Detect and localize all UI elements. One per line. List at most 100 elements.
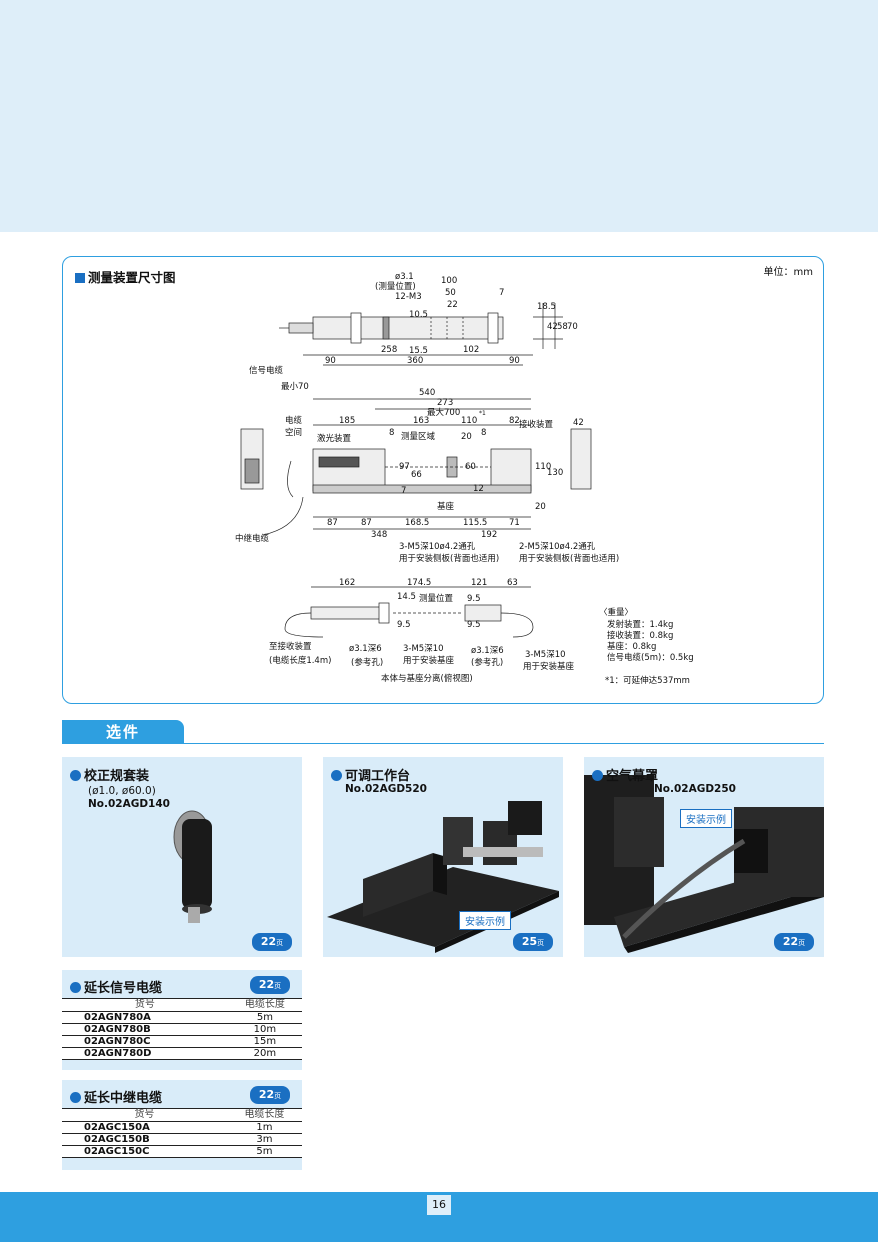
card-part-no: No.02AGD250 — [654, 783, 736, 795]
top-view-labels: ø3.1 (测量位置) 12-M3 100 50 22 7 18.5 42 58… — [325, 272, 578, 366]
svg-text:66: 66 — [411, 470, 422, 480]
bullet-dot-icon — [70, 1092, 81, 1103]
dimension-title: 测量装置尺寸图 — [75, 267, 176, 286]
svg-text:最小70: 最小70 — [281, 381, 309, 392]
svg-text:信号电缆(5m)：0.5kg: 信号电缆(5m)：0.5kg — [607, 652, 694, 663]
unit-label: 单位：mm — [763, 267, 813, 278]
svg-text:20: 20 — [461, 432, 472, 442]
calibration-gauge-card: 校正规套装 (ø1.0, ø60.0) No.02AGD140 22页 — [62, 757, 302, 957]
svg-text:102: 102 — [463, 345, 479, 355]
svg-text:63: 63 — [507, 578, 518, 588]
card-title: 可调工作台 — [345, 769, 411, 784]
svg-text:15.5: 15.5 — [409, 346, 428, 356]
card-part-no: No.02AGD140 — [88, 798, 170, 810]
svg-text:*1: *1 — [479, 410, 486, 417]
svg-text:192: 192 — [481, 530, 497, 540]
svg-text:87: 87 — [361, 518, 372, 528]
svg-text:90: 90 — [325, 356, 336, 366]
square-bullet-icon — [75, 273, 85, 283]
svg-text:9.5: 9.5 — [397, 620, 411, 630]
page-reference-badge[interactable]: 22页 — [250, 1086, 290, 1104]
card-part-no: No.02AGD520 — [345, 783, 427, 795]
svg-text:(参考孔): (参考孔) — [351, 657, 383, 668]
page-reference-badge[interactable]: 25页 — [513, 933, 553, 951]
svg-text:273: 273 — [437, 398, 453, 408]
calibration-gauge-image — [173, 810, 212, 923]
svg-text:162: 162 — [339, 578, 355, 588]
front-view-drawing — [240, 398, 592, 536]
svg-text:(电缆长度1.4m): (电缆长度1.4m) — [269, 655, 331, 666]
svg-text:185: 185 — [339, 416, 355, 426]
separated-view-drawing — [284, 586, 534, 638]
card-spec: (ø1.0, ø60.0) — [88, 785, 156, 797]
options-tab: 选件 — [62, 720, 184, 744]
svg-text:8: 8 — [481, 428, 486, 438]
bullet-dot-icon — [70, 770, 81, 781]
svg-text:*1：可延伸达537mm: *1：可延伸达537mm — [605, 675, 690, 686]
svg-text:接收装置: 接收装置 — [519, 419, 554, 430]
svg-text:〈重量〉: 〈重量〉 — [599, 607, 633, 618]
svg-text:基座：0.8kg: 基座：0.8kg — [607, 641, 656, 652]
svg-text:3-M5深10: 3-M5深10 — [403, 644, 444, 654]
svg-text:18.5: 18.5 — [537, 302, 556, 312]
svg-text:7: 7 — [401, 486, 406, 496]
weights-block: 〈重量〉 发射装置：1.4kg 接收装置：0.8kg 基座：0.8kg 信号电缆… — [599, 607, 694, 686]
svg-text:50: 50 — [445, 288, 456, 298]
svg-text:信号电缆: 信号电缆 — [249, 365, 284, 376]
svg-text:(测量位置): (测量位置) — [375, 281, 416, 292]
cable-title: 延长中继电缆 — [84, 1091, 163, 1106]
svg-text:ø3.1深6: ø3.1深6 — [471, 646, 504, 656]
svg-text:ø3.1深6: ø3.1深6 — [349, 644, 382, 654]
svg-text:2-M5深10ø4.2通孔: 2-M5深10ø4.2通孔 — [519, 541, 596, 552]
svg-text:130: 130 — [547, 468, 563, 478]
svg-text:42: 42 — [547, 322, 558, 332]
svg-text:348: 348 — [371, 530, 387, 540]
installation-example-label: 安装示例 — [680, 809, 732, 828]
air-curtain-image — [584, 775, 824, 953]
svg-text:用于安装侧板(背面也适用): 用于安装侧板(背面也适用) — [519, 553, 619, 564]
svg-text:3-M5深10: 3-M5深10 — [525, 650, 566, 660]
svg-text:87: 87 — [327, 518, 338, 528]
svg-text:接收装置：0.8kg: 接收装置：0.8kg — [607, 630, 673, 641]
svg-text:97: 97 — [399, 462, 410, 472]
options-header: 选件 — [62, 720, 824, 744]
svg-text:3-M5深10ø4.2通孔: 3-M5深10ø4.2通孔 — [399, 541, 476, 552]
page-number: 16 — [427, 1195, 451, 1215]
front-view-labels: 信号电缆 最小70 540 273 最大700 *1 185 163 110 8… — [235, 365, 619, 564]
svg-text:激光装置: 激光装置 — [317, 433, 352, 444]
page-reference-badge[interactable]: 22页 — [774, 933, 814, 951]
top-view-drawing — [279, 303, 563, 366]
svg-text:163: 163 — [413, 416, 429, 426]
svg-text:12: 12 — [473, 484, 484, 494]
column-header: 货号 — [62, 1108, 227, 1122]
dimension-panel: 测量装置尺寸图 单位：mm ø3.1 (测量位置) 12-M3 100 50 — [62, 256, 824, 704]
svg-text:基座: 基座 — [437, 501, 455, 512]
svg-text:7: 7 — [499, 288, 504, 298]
svg-text:82: 82 — [509, 416, 520, 426]
svg-text:用于安装侧板(背面也适用): 用于安装侧板(背面也适用) — [399, 553, 499, 564]
dimension-drawing: ø3.1 (测量位置) 12-M3 100 50 22 7 18.5 42 58… — [235, 272, 694, 686]
air-curtain-card: 空气幕罩 No.02AGD250 安装示例 22页 — [584, 757, 824, 957]
svg-text:中继电缆: 中继电缆 — [235, 533, 270, 544]
column-header: 电缆长度 — [226, 1108, 302, 1122]
svg-text:70: 70 — [567, 322, 578, 332]
svg-text:100: 100 — [441, 276, 457, 286]
page-reference-badge[interactable]: 22页 — [252, 933, 292, 951]
column-header: 电缆长度 — [227, 998, 302, 1012]
separated-view-labels: 162 174.5 121 63 14.5 测量位置 9.5 9.5 9.5 至… — [269, 578, 575, 684]
column-header: 货号 — [62, 998, 228, 1012]
svg-text:至接收装置: 至接收装置 — [269, 641, 312, 652]
svg-text:9.5: 9.5 — [467, 620, 481, 630]
svg-text:用于安装基座: 用于安装基座 — [523, 661, 575, 672]
svg-text:最大700: 最大700 — [427, 407, 460, 418]
card-title: 校正规套装 — [84, 769, 150, 784]
page-reference-badge[interactable]: 22页 — [250, 976, 290, 994]
svg-text:60: 60 — [465, 462, 476, 472]
card-title: 空气幕罩 — [606, 769, 659, 784]
